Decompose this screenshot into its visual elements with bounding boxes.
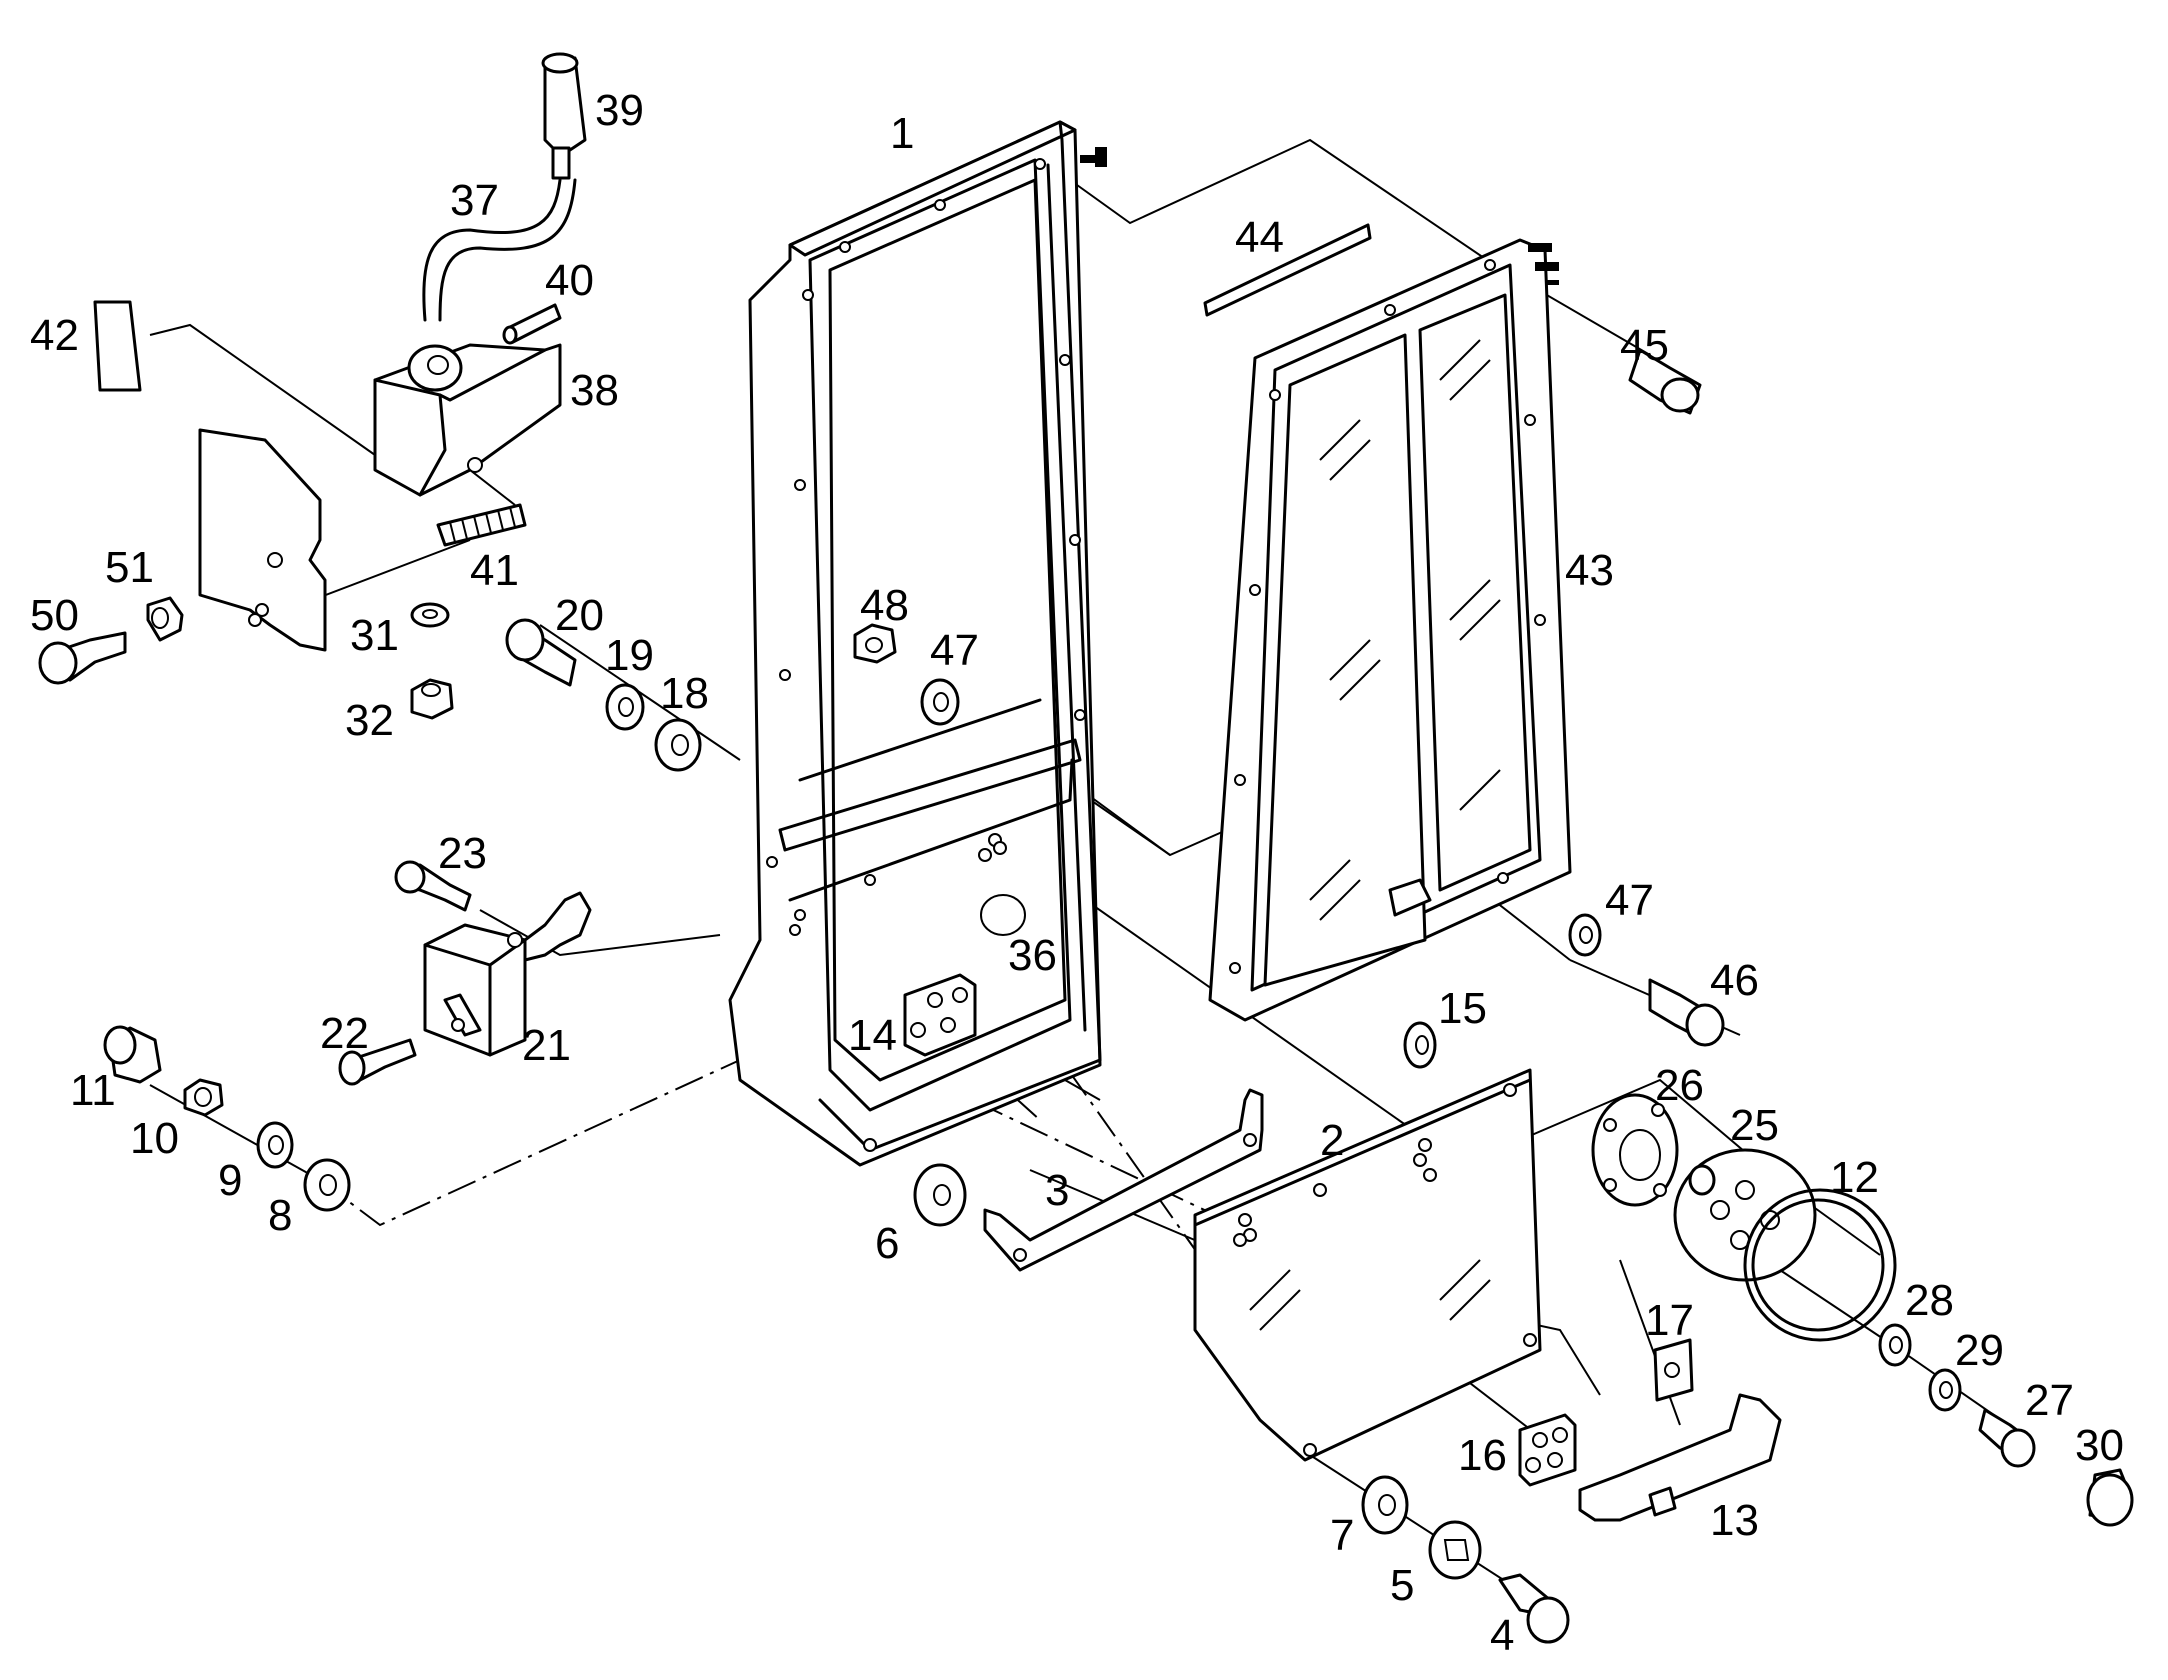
callout-label: 11 bbox=[70, 1066, 116, 1115]
callout-label: 20 bbox=[555, 591, 604, 640]
part-51-nut bbox=[146, 596, 184, 642]
callout-label: 40 bbox=[545, 256, 594, 305]
callout-label: 43 bbox=[1565, 546, 1614, 595]
callout-label: 47 bbox=[1605, 876, 1654, 925]
part-45-hinge-bolt bbox=[1628, 348, 1702, 415]
part-19-washer bbox=[605, 683, 645, 731]
callout-label: 2 bbox=[1320, 1116, 1344, 1165]
callout-label: 29 bbox=[1955, 1326, 2004, 1375]
part-17-plate bbox=[1653, 1338, 1694, 1402]
part-1-door-frame bbox=[728, 120, 1107, 1167]
callout-label: 7 bbox=[1330, 1511, 1354, 1560]
part-29-washer bbox=[1928, 1368, 1962, 1412]
part-26-flange bbox=[1591, 1093, 1679, 1207]
part-38-handle-block bbox=[373, 343, 562, 497]
part-30-cap bbox=[2086, 1468, 2134, 1527]
part-15-washer bbox=[1403, 1021, 1437, 1069]
callout-label: 48 bbox=[860, 581, 909, 630]
part-3-hinge-bracket bbox=[983, 1088, 1264, 1272]
callout-label: 36 bbox=[1008, 931, 1057, 980]
part-14-hinge-plate bbox=[903, 973, 977, 1057]
callout-label: 22 bbox=[320, 1009, 369, 1058]
callout-label: 30 bbox=[2075, 1421, 2124, 1470]
callout-label: 12 bbox=[1830, 1153, 1879, 1202]
callout-label: 4 bbox=[1490, 1611, 1514, 1660]
callout-label: 23 bbox=[438, 829, 487, 878]
callout-label: 6 bbox=[875, 1219, 899, 1268]
part-42-pad bbox=[93, 300, 142, 392]
part-47-washer-lower bbox=[1568, 913, 1602, 957]
callout-label: 26 bbox=[1655, 1061, 1704, 1110]
callout-label: 50 bbox=[30, 591, 79, 640]
callout-label: 8 bbox=[268, 1191, 292, 1240]
part-43-window-pane bbox=[1208, 238, 1572, 1022]
callout-label: 16 bbox=[1458, 1431, 1507, 1480]
part-22-screw bbox=[338, 1038, 417, 1086]
part-40-pin bbox=[502, 303, 562, 345]
part-8-washer bbox=[303, 1158, 351, 1212]
callout-label: 1 bbox=[890, 109, 914, 158]
part-5-bushing bbox=[1428, 1520, 1482, 1580]
callout-label: 13 bbox=[1710, 1496, 1759, 1545]
part-13-handle bbox=[1578, 1393, 1782, 1522]
callout-label: 39 bbox=[595, 86, 644, 135]
callout-label: 17 bbox=[1645, 1296, 1694, 1345]
callout-label: 47 bbox=[930, 626, 979, 675]
callout-label: 31 bbox=[350, 611, 399, 660]
part-48-nut bbox=[853, 623, 897, 664]
part-39-knob bbox=[541, 52, 587, 180]
callout-label: 32 bbox=[345, 696, 394, 745]
part-28-washer bbox=[1878, 1323, 1912, 1367]
callout-label: 9 bbox=[218, 1156, 242, 1205]
callout-label: 18 bbox=[660, 669, 709, 718]
part-23-screw bbox=[394, 860, 472, 912]
part-44-seal-strip bbox=[1203, 223, 1372, 317]
callout-label: 28 bbox=[1905, 1276, 1954, 1325]
handle-plate bbox=[198, 428, 327, 652]
part-4-bolt bbox=[1498, 1573, 1570, 1644]
part-47-washer-upper bbox=[920, 678, 960, 726]
part-18-washer bbox=[654, 718, 702, 772]
callout-label: 19 bbox=[605, 631, 654, 680]
callout-label: 27 bbox=[2025, 1376, 2074, 1425]
part-32-nut bbox=[410, 678, 454, 720]
part-16-hinge-plate bbox=[1518, 1413, 1577, 1487]
part-46-bolt bbox=[1648, 978, 1725, 1047]
callout-label: 15 bbox=[1438, 984, 1487, 1033]
part-9-washer bbox=[256, 1121, 294, 1169]
callout-label: 45 bbox=[1620, 321, 1669, 370]
callout-label: 14 bbox=[848, 1011, 897, 1060]
callout-label: 10 bbox=[130, 1114, 179, 1163]
part-41-spring bbox=[436, 503, 527, 547]
part-50-bolt bbox=[38, 631, 127, 685]
part-6-washer bbox=[913, 1163, 967, 1227]
callout-label: 38 bbox=[570, 366, 619, 415]
callout-labels: 1 2 3 4 5 6 7 8 9 10 11 12 13 14 15 16 1… bbox=[30, 86, 2124, 1660]
callout-label: 21 bbox=[522, 1021, 571, 1070]
part-31-washer bbox=[410, 602, 450, 628]
callout-label: 41 bbox=[470, 546, 519, 595]
callout-label: 46 bbox=[1710, 956, 1759, 1005]
part-20-bolt bbox=[505, 618, 577, 687]
part-11-cap bbox=[103, 1025, 162, 1084]
callout-label: 51 bbox=[105, 543, 154, 592]
part-27-bolt bbox=[1978, 1408, 2036, 1468]
part-37-crank-arm bbox=[422, 178, 577, 322]
callout-label: 3 bbox=[1045, 1166, 1069, 1215]
part-25-hub bbox=[1673, 1148, 1817, 1282]
part-10-nut bbox=[183, 1078, 224, 1117]
part-7-washer bbox=[1361, 1475, 1409, 1535]
callout-label: 42 bbox=[30, 311, 79, 360]
part-12-ring bbox=[1743, 1188, 1897, 1342]
part-2-lower-panel bbox=[1193, 1068, 1542, 1462]
callout-label: 5 bbox=[1390, 1561, 1414, 1610]
part-21-latch-block bbox=[423, 891, 592, 1057]
callout-label: 44 bbox=[1235, 213, 1284, 262]
callout-label: 37 bbox=[450, 176, 499, 225]
callout-label: 25 bbox=[1730, 1101, 1779, 1150]
